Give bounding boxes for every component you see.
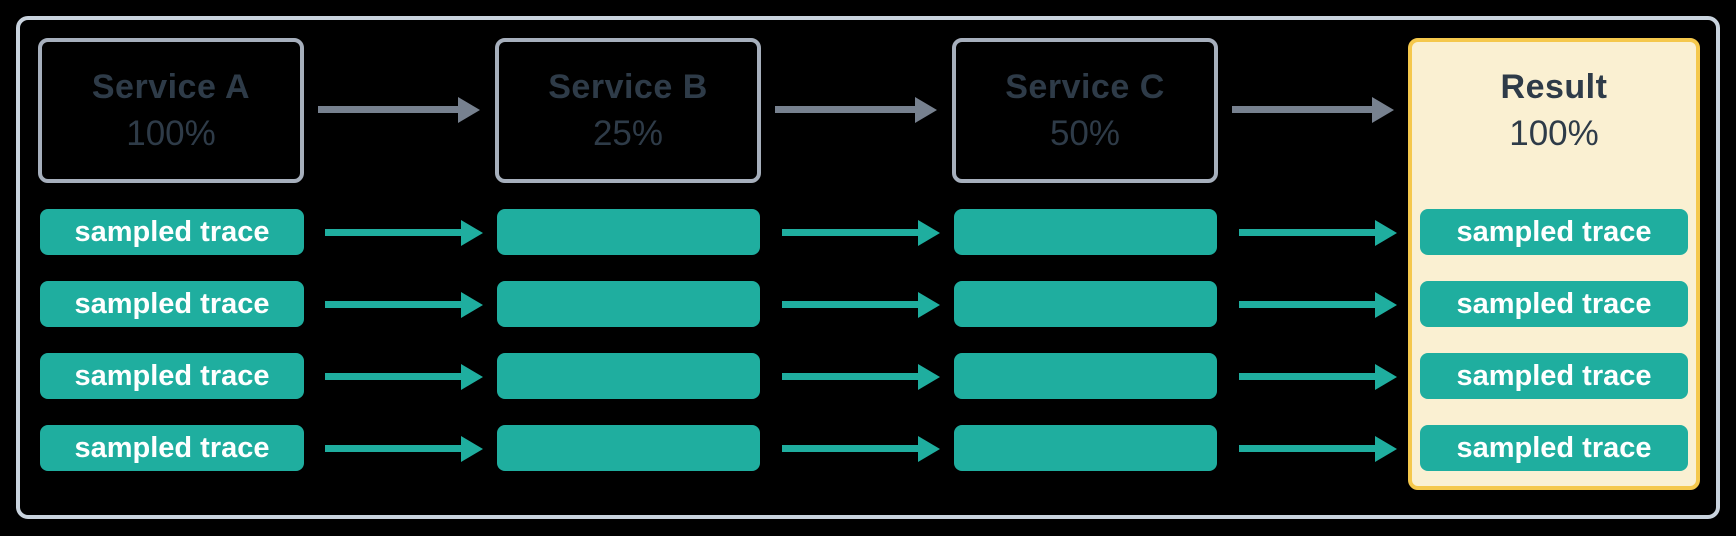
trace-bar: sampled trace	[40, 425, 304, 471]
service-c-rate: 50%	[1049, 113, 1121, 153]
service-a-box: Service A 100%	[38, 38, 304, 183]
result-box: Result 100% sampled trace sampled trace …	[1408, 38, 1700, 490]
trace-flow-arrow-icon	[782, 301, 918, 308]
trace-bar: sampled trace	[1420, 353, 1688, 399]
service-c-title: Service C	[1005, 67, 1165, 106]
trace-flow-arrow-icon	[782, 445, 918, 452]
service-b-rate: 25%	[592, 113, 664, 153]
service-flow-arrow-icon	[318, 106, 458, 113]
trace-bar	[954, 425, 1217, 471]
service-a-rate: 100%	[126, 113, 216, 153]
trace-bar	[497, 425, 760, 471]
trace-flow-arrow-icon	[1239, 301, 1375, 308]
trace-bar	[497, 209, 760, 255]
result-header: Result 100%	[1412, 42, 1696, 179]
trace-flow-arrow-icon	[325, 229, 461, 236]
trace-flow-arrow-icon	[325, 373, 461, 380]
trace-bar	[497, 281, 760, 327]
service-flow-arrow-icon	[775, 106, 915, 113]
trace-bar: sampled trace	[1420, 209, 1688, 255]
trace-bar: sampled trace	[40, 281, 304, 327]
outer-frame	[16, 16, 1720, 519]
result-rate: 100%	[1509, 113, 1599, 153]
trace-bar: sampled trace	[40, 353, 304, 399]
trace-flow-arrow-icon	[1239, 445, 1375, 452]
service-b-title: Service B	[548, 67, 708, 106]
service-c-box: Service C 50%	[952, 38, 1218, 183]
trace-flow-arrow-icon	[782, 373, 918, 380]
trace-bar: sampled trace	[40, 209, 304, 255]
trace-flow-arrow-icon	[325, 445, 461, 452]
trace-bar	[954, 281, 1217, 327]
trace-flow-arrow-icon	[1239, 229, 1375, 236]
trace-bar	[954, 209, 1217, 255]
trace-bar: sampled trace	[1420, 425, 1688, 471]
trace-flow-arrow-icon	[1239, 373, 1375, 380]
trace-flow-arrow-icon	[325, 301, 461, 308]
trace-flow-arrow-icon	[782, 229, 918, 236]
service-b-box: Service B 25%	[495, 38, 761, 183]
service-flow-arrow-icon	[1232, 106, 1372, 113]
service-a-title: Service A	[91, 67, 251, 106]
trace-bar: sampled trace	[1420, 281, 1688, 327]
trace-bar	[497, 353, 760, 399]
result-title: Result	[1500, 67, 1608, 106]
trace-bar	[954, 353, 1217, 399]
